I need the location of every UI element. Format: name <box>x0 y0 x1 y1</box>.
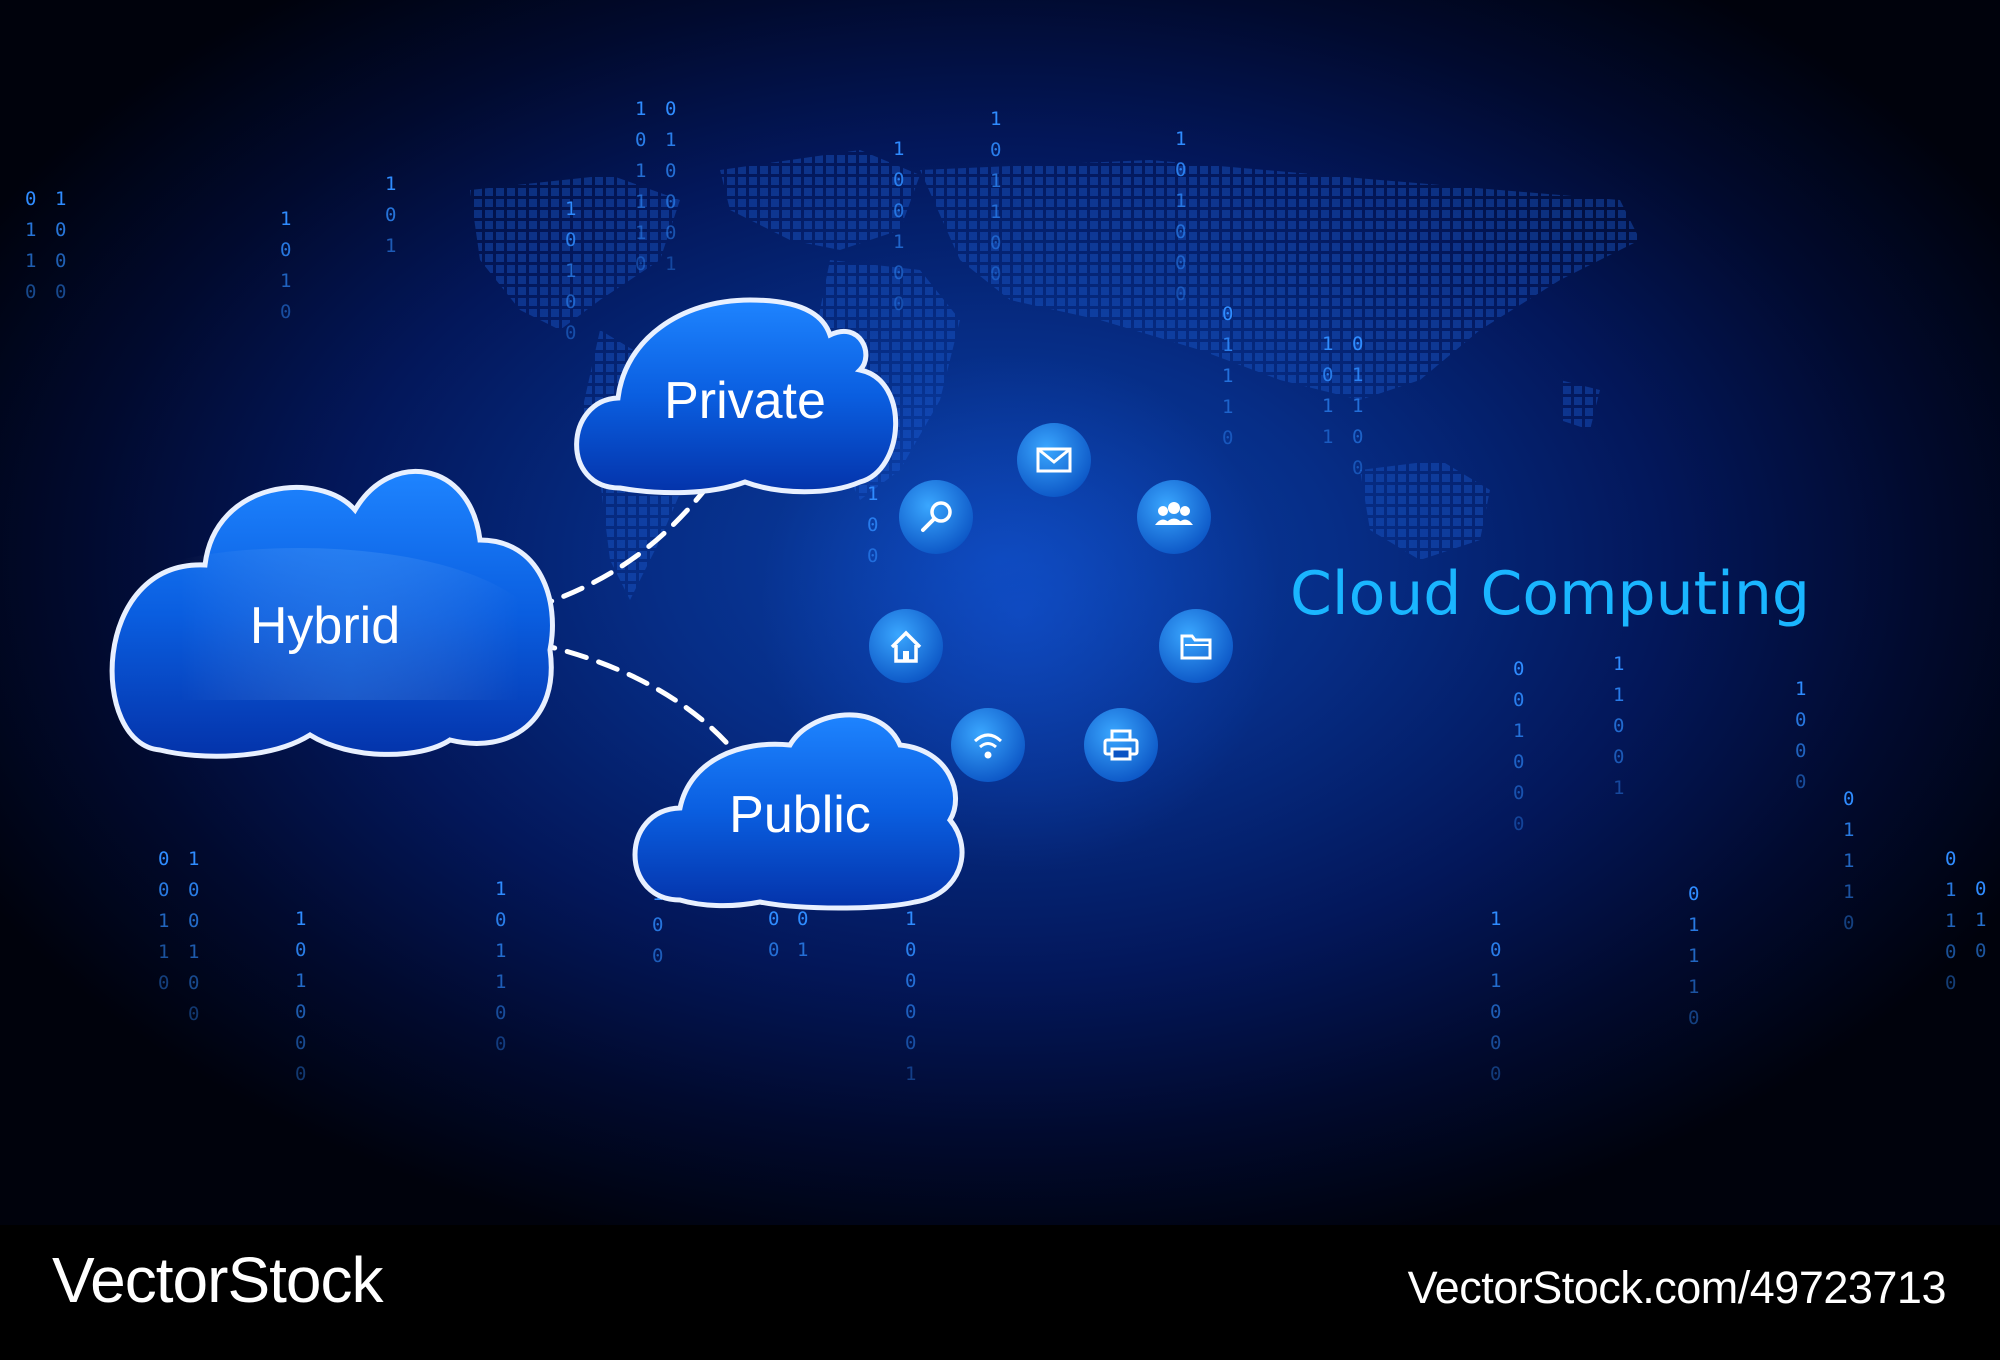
search-icon <box>899 480 973 554</box>
diagram-title: Cloud Computing <box>1290 559 1810 629</box>
home-icon <box>869 609 943 683</box>
private-cloud-label: Private <box>664 372 826 430</box>
hybrid-cloud: Hybrid <box>109 468 555 759</box>
vectorstock-logo: VectorStock <box>52 1244 383 1316</box>
public-cloud: Public <box>632 712 965 911</box>
watermark-footer <box>0 1225 2000 1360</box>
group-icon <box>1137 480 1211 554</box>
printer-icon <box>1084 708 1158 782</box>
private-cloud: Private <box>574 297 899 496</box>
folder-icon <box>1159 609 1233 683</box>
mail-icon <box>1017 423 1091 497</box>
public-cloud-label: Public <box>729 786 871 844</box>
hybrid-cloud-label: Hybrid <box>250 597 400 655</box>
wifi-icon <box>951 708 1025 782</box>
vectorstock-url: VectorStock.com/49723713 <box>1407 1262 1947 1313</box>
